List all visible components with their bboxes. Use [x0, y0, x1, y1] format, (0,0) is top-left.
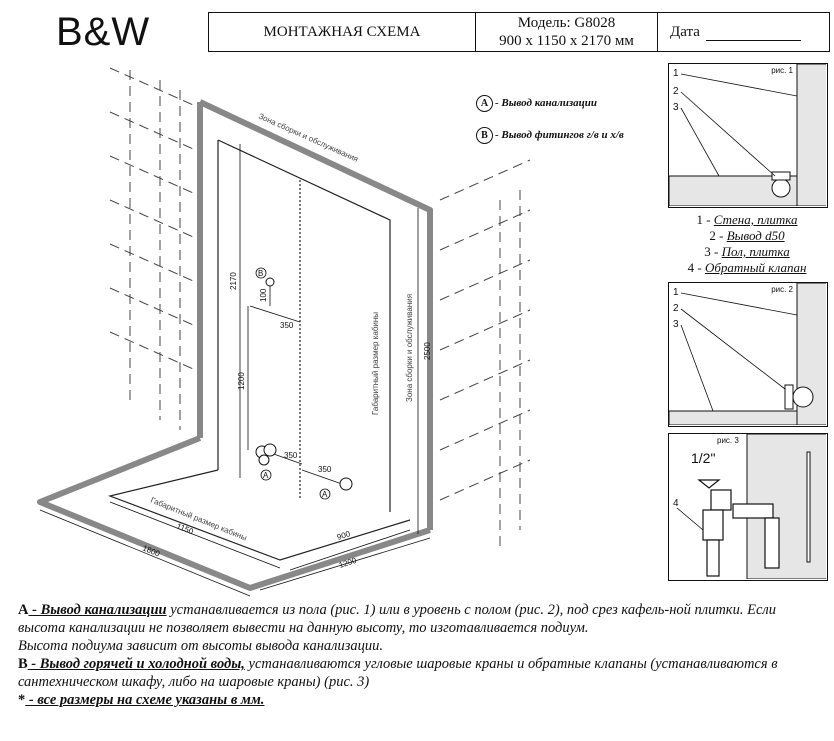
figure-3-label: рис. 3: [717, 436, 739, 445]
note-star: * - все размеры на схеме указаны в мм.: [18, 692, 265, 708]
dim-350-a: 350: [284, 451, 298, 460]
background-tiles: [109, 67, 531, 550]
figure-2: рис. 2 1 2 3: [668, 282, 828, 427]
note-line-2: Высота подиума зависит от высоты вывода …: [18, 638, 384, 654]
model-line: Модель: G8028: [517, 15, 616, 31]
figure-2-label: рис. 2: [771, 285, 793, 294]
header-date-cell: Дата: [657, 12, 830, 52]
dim-2500: 2500: [423, 342, 432, 360]
fig1-num-3: 3: [673, 102, 679, 113]
dim-2170: 2170: [229, 272, 238, 290]
dim-350-b: 350: [318, 465, 332, 474]
key-item-1: 1 - Стена, плитка: [696, 212, 798, 227]
zone-label-side: Зона сборки и обслуживания: [405, 294, 414, 402]
gabarit-label-floor: Габаритный размер кабины: [149, 496, 248, 543]
figure-3-size: 1/2": [691, 450, 716, 466]
fig2-num-1: 1: [673, 287, 679, 298]
header-model-cell: Модель: G8028 900 x 1150 x 2170 мм: [475, 12, 658, 52]
figure-3: рис. 3 1/2" 4: [668, 433, 828, 581]
figure-1: рис. 1 1 2 3: [668, 63, 828, 208]
legend-b-circle: B: [476, 127, 493, 144]
date-blank: [705, 24, 801, 41]
date-label: Дата: [670, 23, 700, 40]
legend-a-circle: A: [476, 95, 493, 112]
header-title: МОНТАЖНАЯ СХЕМА: [263, 23, 421, 40]
marker-b: B: [258, 269, 263, 278]
outlet-markers: [255, 267, 331, 500]
dimension-lines: [39, 144, 431, 597]
dim-350-top: 350: [280, 321, 294, 330]
fig3-num-4: 4: [673, 498, 679, 509]
notes-block: A - Вывод канализации устанавливается из…: [18, 601, 824, 709]
cabin-outline: [107, 139, 411, 561]
legend-a-text: - Вывод канализации: [495, 97, 598, 110]
key-item-4: 4 - Обратный клапан: [687, 260, 807, 275]
marker-a1: A: [263, 471, 269, 480]
note-a: A - Вывод канализации устанавливается из…: [18, 602, 776, 636]
floor-outline: [37, 435, 431, 591]
marker-a2: A: [322, 490, 328, 499]
figure-2-drawing: [668, 282, 828, 426]
key-item-3: 3 - Пол, плитка: [704, 244, 790, 259]
fig1-num-2: 2: [673, 86, 679, 97]
room-outline: [197, 99, 433, 530]
figure-3-drawing: [676, 433, 828, 580]
brand-logo: B&W: [56, 10, 151, 54]
dim-100: 100: [259, 288, 268, 302]
figure-1-drawing: [668, 63, 828, 207]
dim-1200-vertical: 1200: [237, 372, 246, 390]
fig1-num-1: 1: [673, 68, 679, 79]
header-title-cell: МОНТАЖНАЯ СХЕМА: [208, 12, 476, 52]
fig2-num-3: 3: [673, 319, 679, 330]
mounting-diagram: B A A Зона сборки и обслуживания Зона сб…: [37, 67, 531, 597]
fig2-num-2: 2: [673, 303, 679, 314]
dim-1800: 1800: [141, 544, 161, 559]
legend-b: B- Вывод фитингов г/в и х/в: [476, 127, 624, 144]
gabarit-label-side: Габаритный размер кабины: [371, 312, 380, 415]
pipe-outlets: [255, 277, 353, 491]
size-line: 900 x 1150 x 2170 мм: [499, 33, 634, 49]
legend-b-text: - Вывод фитингов г/в и х/в: [495, 129, 624, 142]
figure-key-list: 1 - Стена, плитка 2 - Вывод d50 3 - Пол,…: [666, 212, 828, 276]
legend-a: A- Вывод канализации: [476, 95, 597, 112]
note-b: B - Вывод горячей и холодной воды, устан…: [18, 656, 778, 690]
key-item-2: 2 - Вывод d50: [709, 228, 785, 243]
dim-900: 900: [336, 529, 352, 542]
figure-1-label: рис. 1: [771, 66, 793, 75]
